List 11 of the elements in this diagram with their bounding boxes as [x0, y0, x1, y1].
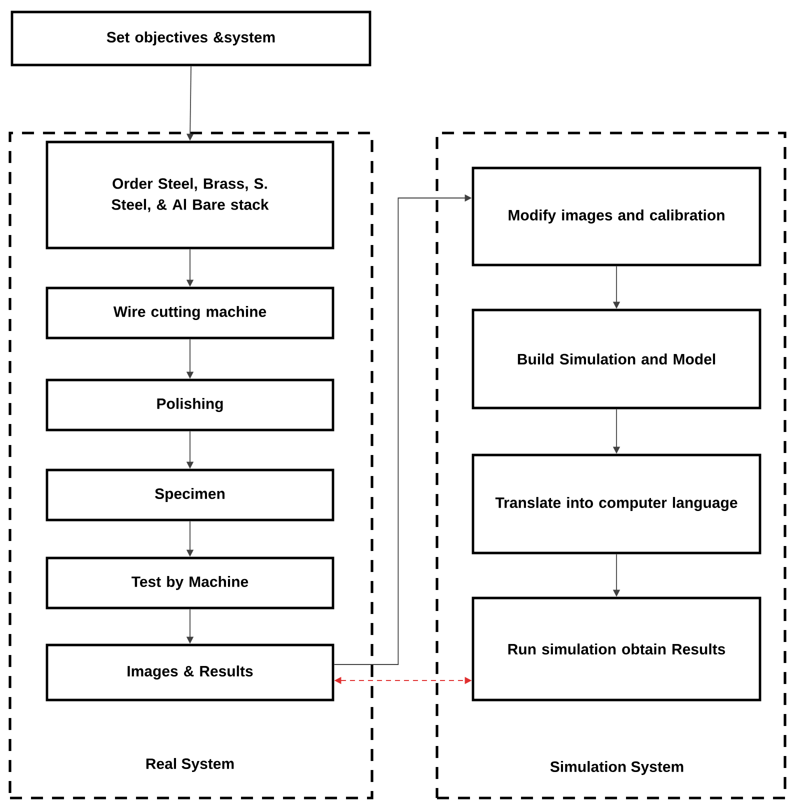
process-box: Set objectives &system	[10, 10, 372, 66]
process-box: Order Steel, Brass, S. Steel, & Al Bare stack	[46, 140, 334, 250]
process-box: Test by Machine	[46, 556, 334, 610]
process-box: Wire cutting machine	[46, 286, 334, 340]
process-box: Run simulation obtain Results	[472, 596, 762, 702]
process-box: Modify images and calibration	[472, 166, 762, 266]
process-box: Images & Results	[46, 644, 334, 702]
process-box: Polishing	[46, 378, 334, 432]
process-box: Specimen	[46, 468, 334, 522]
process-box: Build Simulation and Model	[472, 308, 762, 410]
process-box: Translate into computer language	[472, 454, 762, 554]
